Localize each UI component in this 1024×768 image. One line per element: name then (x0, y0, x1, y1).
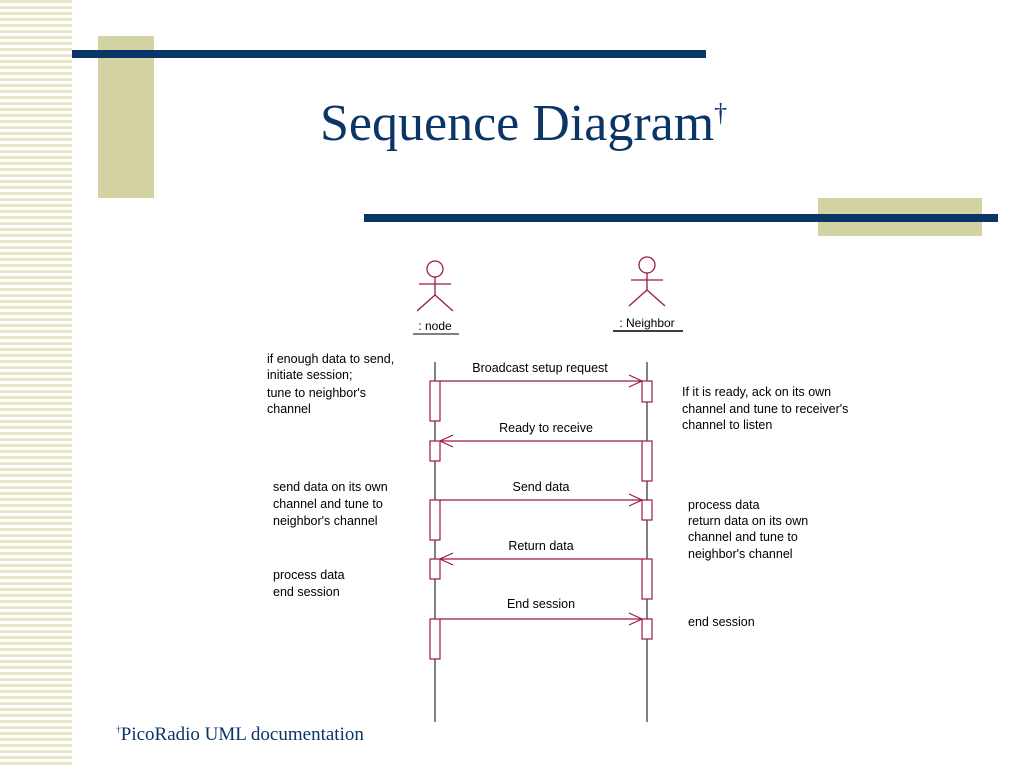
note-line: If it is ready, ack on its own (682, 385, 831, 399)
note-line: neighbor's channel (273, 514, 378, 528)
neighbor-activation (641, 618, 653, 640)
node-activation (429, 380, 441, 422)
neighbor-note: end session (688, 615, 755, 629)
arrowhead-icon (438, 434, 454, 448)
activation-bars (429, 380, 653, 660)
note-line: channel and tune to receiver's (682, 402, 848, 416)
striped-sidebar (0, 0, 72, 768)
top-rule (72, 50, 706, 58)
node-activation (429, 558, 441, 580)
note-line: return data on its own (688, 514, 808, 528)
neighbor-note: process data return data on its own chan… (688, 498, 812, 561)
note-line: channel (267, 402, 311, 416)
message-label: Send data (513, 480, 570, 494)
neighbor-activation (641, 440, 653, 482)
node-note: process data end session (273, 568, 348, 599)
node-activation (429, 499, 441, 541)
node-note: send data on its own channel and tune to… (273, 480, 391, 528)
footnote: †PicoRadio UML documentation (116, 724, 364, 745)
note-line: channel to listen (682, 418, 772, 432)
neighbor-actor-icon (638, 256, 656, 274)
neighbor-note: If it is ready, ack on its own channel a… (682, 385, 852, 432)
neighbor-actor (628, 256, 666, 307)
message-label: Ready to receive (499, 421, 593, 435)
arrowhead-icon (438, 552, 454, 566)
note-line: process data (273, 568, 345, 582)
note-line: channel and tune to (273, 497, 383, 511)
note-line: channel and tune to (688, 530, 798, 544)
message-label: Return data (508, 539, 573, 553)
arrowhead-icon (628, 493, 644, 507)
note-line: end session (688, 615, 755, 629)
node-actor-label: : node (418, 319, 452, 333)
note-line: process data (688, 498, 760, 512)
slide-title: Sequence Diagram† (320, 95, 728, 152)
node-note: if enough data to send, initiate session… (267, 352, 398, 416)
neighbor-activation (641, 499, 653, 521)
neighbor-activation (641, 558, 653, 600)
node-actor-icon (426, 260, 444, 278)
tan-block-top-left (98, 36, 154, 198)
message-label: End session (507, 597, 575, 611)
arrowhead-icon (628, 374, 644, 388)
note-line: if enough data to send, (267, 352, 394, 366)
neighbor-actor-label: : Neighbor (619, 316, 674, 330)
node-activation (429, 618, 441, 660)
arrowhead-icon (628, 612, 644, 626)
messages (438, 374, 644, 626)
note-line: initiate session; (267, 368, 352, 382)
middle-rule (364, 214, 998, 222)
note-line: end session (273, 585, 340, 599)
note-line: tune to neighbor's (267, 386, 366, 400)
node-activation (429, 440, 441, 462)
neighbor-activation (641, 380, 653, 403)
note-line: send data on its own (273, 480, 388, 494)
note-line: neighbor's channel (688, 547, 793, 561)
node-actor (416, 260, 454, 312)
message-label: Broadcast setup request (472, 361, 608, 375)
